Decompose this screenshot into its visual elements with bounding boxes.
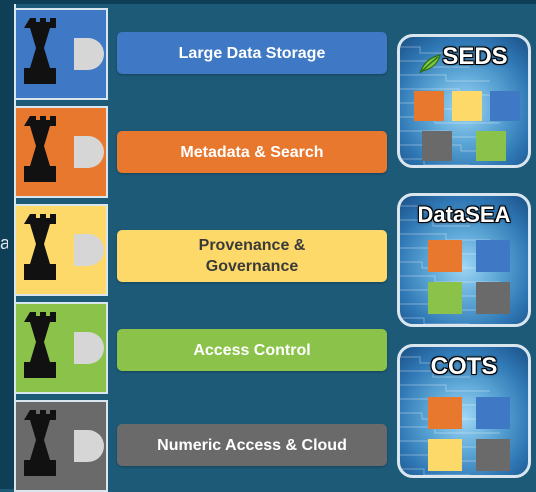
puzzle-piece <box>428 240 462 272</box>
puzzle-piece <box>490 91 520 121</box>
puzzle-piece <box>476 282 510 314</box>
puzzle-piece <box>476 439 510 471</box>
edge-glyph: a <box>0 233 8 253</box>
puzzle-piece <box>476 240 510 272</box>
panel-title-text: SEDS <box>442 43 508 70</box>
panel-title: SEDS <box>422 43 528 71</box>
layer-bar-storage: Large Data Storage <box>117 32 387 74</box>
puzzle-piece <box>476 131 506 161</box>
layer-bar-numeric: Numeric Access & Cloud <box>117 424 387 466</box>
puzzle-piece <box>428 282 462 314</box>
tile-storage <box>14 8 108 100</box>
panel-title: COTS <box>400 353 528 381</box>
rook-icon <box>24 116 104 182</box>
leaf-icon <box>419 54 441 74</box>
layer-label: Large Data Storage <box>178 44 326 62</box>
tile-numeric <box>14 400 108 492</box>
layer-bar-access: Access Control <box>117 329 387 371</box>
layer-label: Metadata & Search <box>180 143 324 161</box>
layer-label: Access Control <box>193 341 311 359</box>
rook-icon <box>24 18 104 84</box>
layer-label: Numeric Access & Cloud <box>157 436 347 454</box>
layer-bar-metadata: Metadata & Search <box>117 131 387 173</box>
puzzle-piece <box>476 397 510 429</box>
panel-title-text: DataSEA <box>417 202 511 227</box>
panel-cots: COTS <box>397 344 531 478</box>
tile-access <box>14 302 108 394</box>
puzzle-piece <box>414 91 444 121</box>
panel-datasea: DataSEA <box>397 193 531 327</box>
puzzle-piece <box>452 91 482 121</box>
tile-metadata <box>14 106 108 198</box>
layer-bar-provenance: Provenance & Governance <box>117 230 387 282</box>
panel-title: DataSEA <box>400 202 528 228</box>
layer-label: Provenance & Governance <box>198 237 306 275</box>
tile-provenance <box>14 204 108 296</box>
puzzle-piece <box>428 439 462 471</box>
rook-icon <box>24 312 104 378</box>
puzzle-piece <box>422 131 452 161</box>
top-frame-strip <box>14 0 536 4</box>
panel-title-text: COTS <box>430 353 498 380</box>
puzzle-piece <box>428 397 462 429</box>
rook-icon <box>24 214 104 280</box>
rook-icon <box>24 410 104 476</box>
panel-seds: SEDS <box>397 34 531 168</box>
